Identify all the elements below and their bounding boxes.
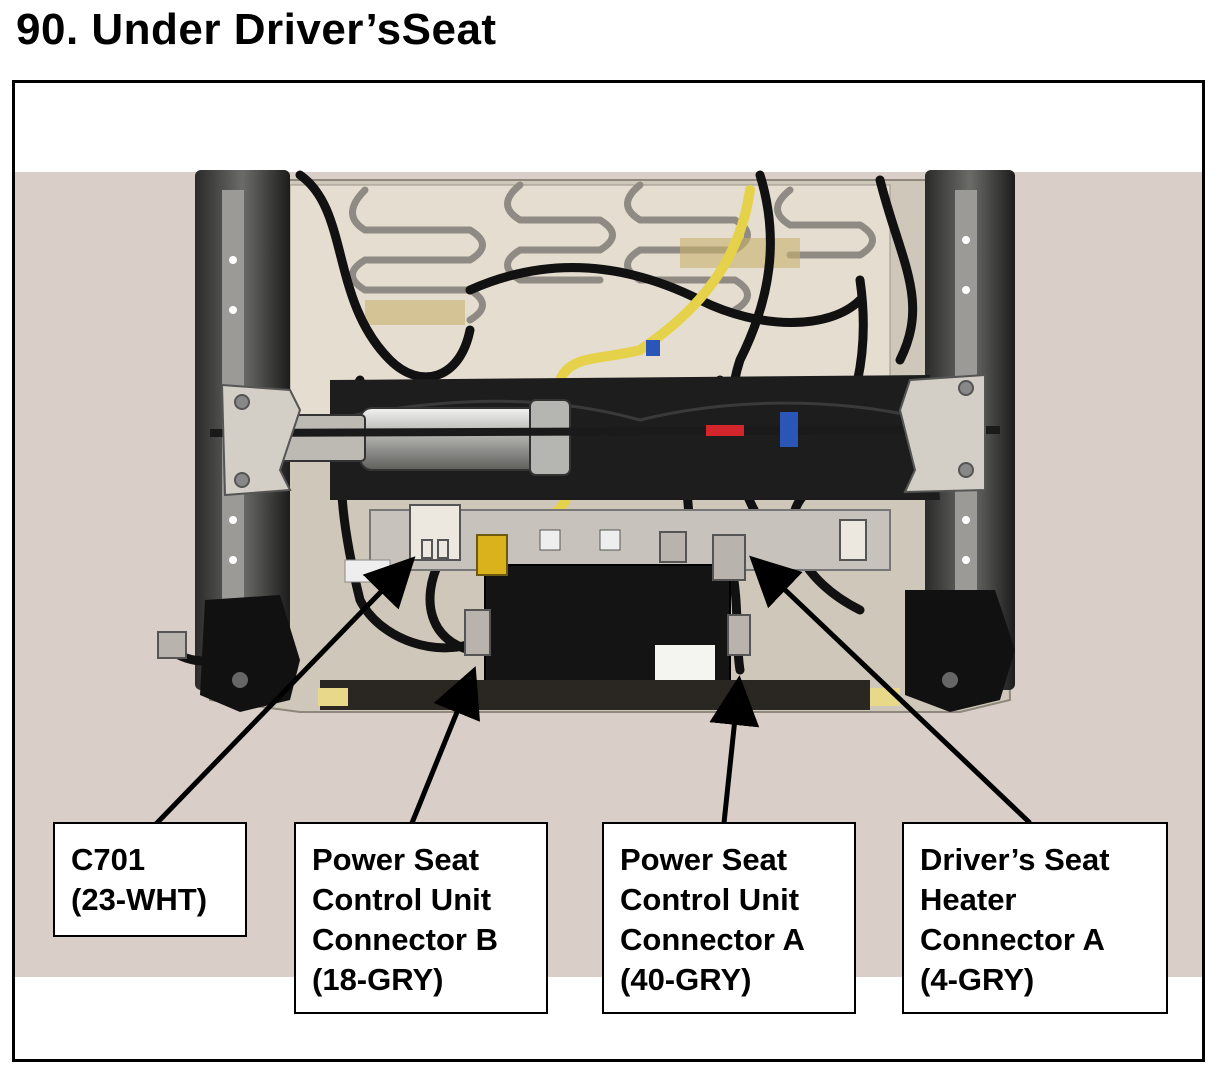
callout-line: Heater: [920, 882, 1017, 917]
front-left-mount: [220, 383, 302, 497]
page-title: 90. Under Driver’sSeat: [16, 5, 497, 54]
callout-line: Connector A: [620, 922, 805, 957]
arrow-pscu-a: [709, 675, 760, 824]
callout-line: Power Seat: [312, 842, 480, 877]
callout-seat-heater-connector-a: Driver’s Seat Heater Connector A (4-GRY): [902, 822, 1168, 1014]
front-right-mount: [898, 373, 986, 494]
callout-c701: C701 (23-WHT): [53, 822, 247, 937]
rear-left-leg: [200, 595, 300, 712]
callout-arrows: [153, 555, 1032, 827]
connector-c701: [409, 504, 461, 561]
connector-heater: [659, 519, 867, 581]
power-seat-control-unit: [320, 564, 870, 710]
arrow-pscu-b: [409, 666, 481, 824]
callout-line: Power Seat: [620, 842, 788, 877]
callout-line: (4-GRY): [920, 962, 1035, 997]
callout-power-seat-connector-a: Power Seat Control Unit Connector A (40-…: [602, 822, 856, 1014]
callout-line: (23-WHT): [71, 882, 208, 917]
connector-b-body: [464, 609, 491, 656]
connector-a-body: [727, 614, 751, 656]
arrow-c701: [153, 556, 416, 827]
callout-line: Control Unit: [620, 882, 800, 917]
callout-line: Control Unit: [312, 882, 492, 917]
callout-line: (40-GRY): [620, 962, 752, 997]
seat-motor: [269, 399, 571, 476]
arrow-heater-a: [749, 555, 1032, 825]
callout-line: Connector A: [920, 922, 1105, 957]
rear-right-leg: [905, 590, 1015, 712]
callout-power-seat-connector-b: Power Seat Control Unit Connector B (18-…: [294, 822, 548, 1014]
callout-line: Connector B: [312, 922, 498, 957]
callout-line: C701: [71, 842, 146, 877]
connector-yellow: [476, 534, 508, 576]
cross-shaft: [209, 426, 1001, 437]
callout-line: (18-GRY): [312, 962, 444, 997]
callout-line: Driver’s Seat: [920, 842, 1110, 877]
